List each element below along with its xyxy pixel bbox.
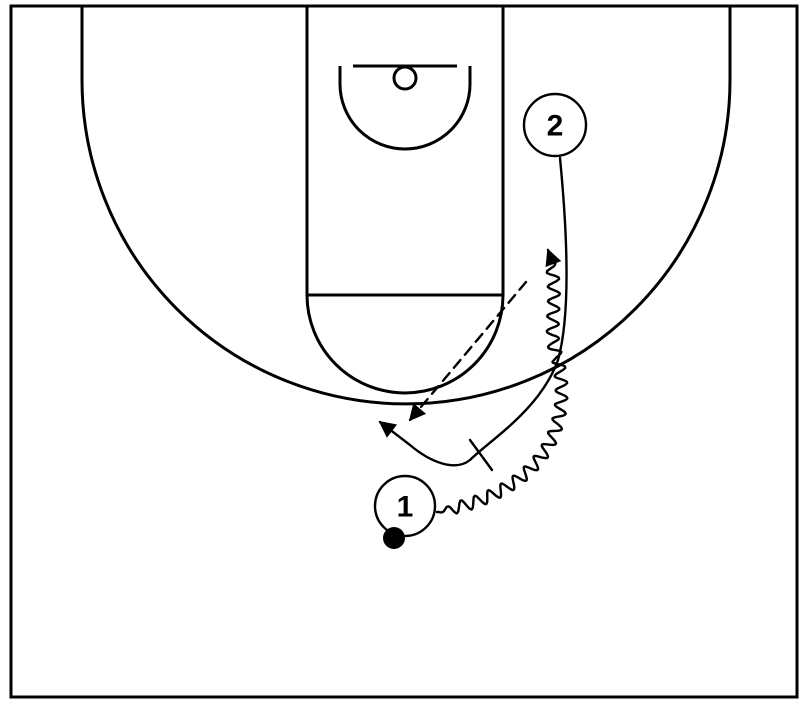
player-2-circle xyxy=(522,92,588,158)
dribble-path-player-1 xyxy=(435,248,569,515)
player-1-circle xyxy=(373,474,437,538)
player-1-number: 1 xyxy=(397,491,414,524)
court-boundary xyxy=(9,4,799,699)
free-throw-circle xyxy=(305,294,505,395)
three-point-line xyxy=(80,6,732,406)
rim xyxy=(392,65,418,91)
free-throw-lane xyxy=(305,4,505,297)
screen-mark xyxy=(468,438,494,472)
pass-line xyxy=(408,280,528,422)
ball-icon xyxy=(383,527,405,549)
player-1: 1 xyxy=(373,474,437,538)
player-2: 2 xyxy=(522,92,588,158)
restricted-area-arc xyxy=(338,66,472,151)
player-2-number: 2 xyxy=(547,110,564,143)
cut-path-player-2 xyxy=(378,156,568,467)
